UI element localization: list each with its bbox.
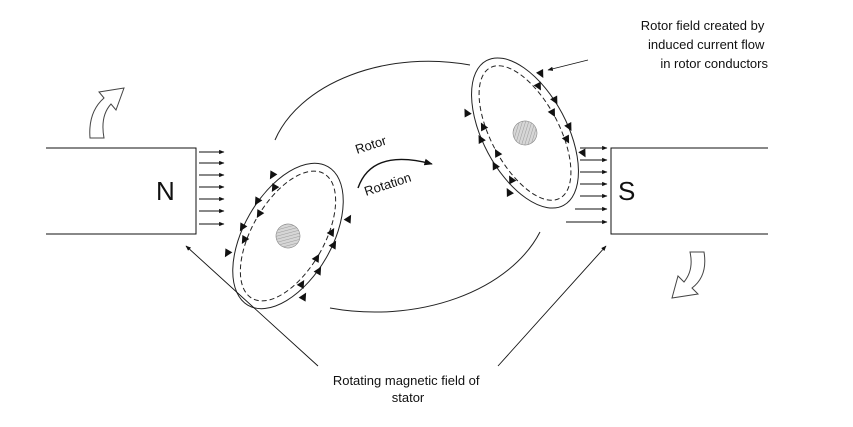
stator-pointer-left [185, 245, 319, 367]
rotor-outline-bottom [329, 231, 541, 313]
right-loop-arrowheads [464, 69, 586, 197]
rotor-word: Rotor [353, 133, 389, 157]
rotor-field-label: Rotor field created by induced current f… [641, 18, 769, 71]
curved-arrow-icon [89, 87, 125, 139]
south-pole: S [610, 147, 768, 235]
south-pole-outline [610, 147, 768, 235]
curved-arrow-icon [671, 251, 706, 299]
left-conductor [275, 223, 301, 249]
left-rotor-loop [224, 162, 352, 310]
rotor-field-line-1: Rotor field created by [641, 18, 765, 33]
rotor-rotation: Rotor Rotation [353, 133, 433, 199]
stator-field-label: Rotating magnetic field of stator [333, 373, 483, 405]
stator-pointer-right [497, 245, 607, 367]
north-pole-outline [46, 147, 197, 235]
left-curved-arrow [89, 87, 125, 139]
right-conductor [512, 120, 538, 146]
north-pole: N [46, 147, 197, 235]
left-loop-outer [232, 162, 344, 310]
right-rotor-loop [464, 57, 586, 209]
stator-field-line-1: Rotating magnetic field of [333, 373, 480, 388]
rotor-field-line-3: in rotor conductors [660, 56, 768, 71]
stator-field-callout: Rotating magnetic field of stator [185, 245, 607, 405]
rotor-field-line-2: induced current flow [648, 37, 765, 52]
rotor-outline-top [274, 60, 471, 141]
south-pole-label: S [618, 176, 635, 206]
south-flux-arrows [566, 145, 608, 225]
rotor-field-pointer [547, 59, 589, 71]
left-loop-inner [239, 170, 337, 302]
left-loop-arrowheads [224, 170, 352, 302]
north-pole-label: N [156, 176, 175, 206]
rotor-body [274, 60, 541, 313]
rotation-word: Rotation [362, 170, 413, 199]
stator-field-line-2: stator [392, 390, 425, 405]
north-flux-arrows [199, 149, 225, 227]
right-curved-arrow [671, 251, 706, 299]
rotation-arrow-icon [357, 158, 433, 189]
rotor-field-callout: Rotor field created by induced current f… [547, 18, 769, 71]
right-loop-outer [471, 57, 579, 209]
